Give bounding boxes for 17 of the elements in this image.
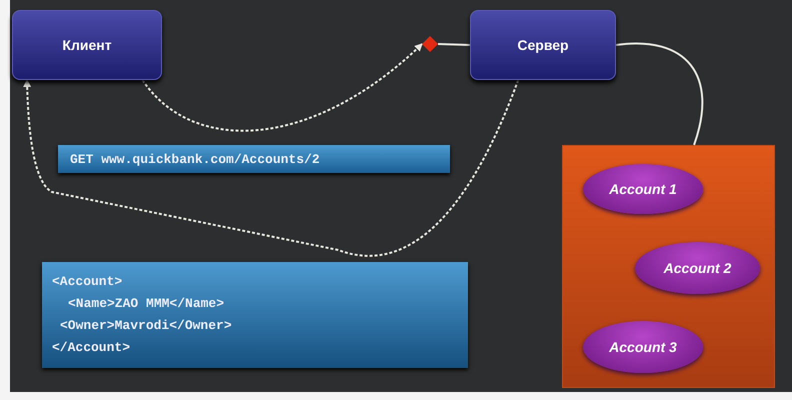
request-box: GET www.quickbank.com/Accounts/2 xyxy=(58,145,450,173)
xml-response-box xyxy=(42,262,468,368)
account-ellipse: Account 3 xyxy=(583,321,703,373)
connector-line xyxy=(616,42,704,146)
account-ellipse: Account 2 xyxy=(635,242,760,294)
connector-line xyxy=(438,43,470,46)
accounts-panel xyxy=(562,145,775,388)
dashed-arrow xyxy=(142,43,423,132)
dashed-arrow xyxy=(23,79,520,256)
client-box: Клиент xyxy=(12,10,162,80)
server-box: Сервер xyxy=(470,10,616,80)
diamond-marker xyxy=(422,36,438,52)
code-line: <Owner>Mavrodi</Owner> xyxy=(59,317,232,335)
code-line: </Account> xyxy=(52,339,130,357)
code-line: <Account> xyxy=(52,273,122,291)
code-line: <Name>ZAO MMM</Name> xyxy=(67,295,224,313)
account-ellipse: Account 1 xyxy=(583,164,703,214)
